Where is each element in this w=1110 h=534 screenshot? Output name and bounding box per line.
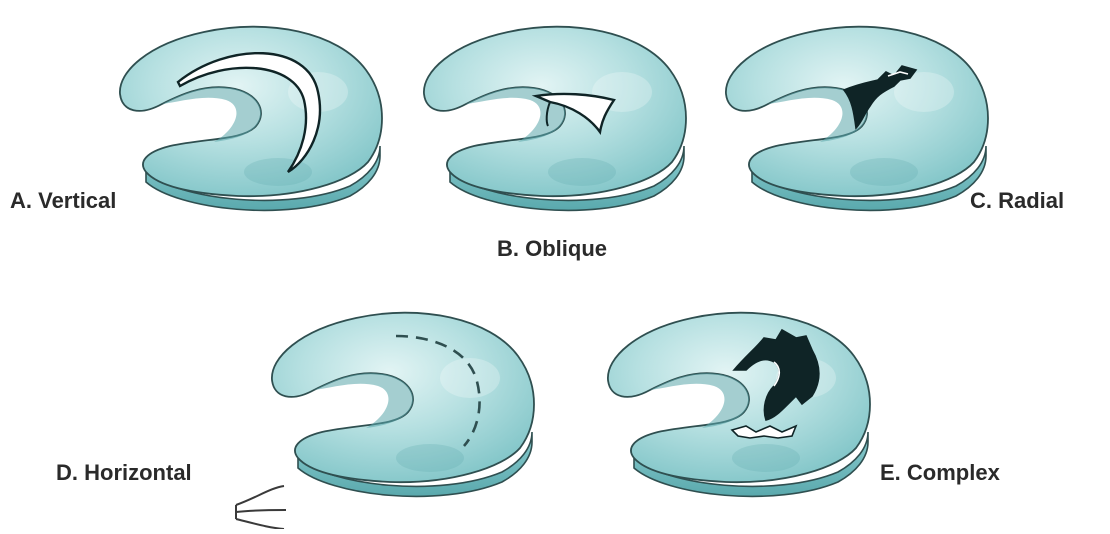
meniscus-d-horizontal [272,313,534,497]
meniscus-a-vertical [120,27,382,211]
label-vertical: A. Vertical [10,188,116,214]
label-complex: E. Complex [880,460,1000,486]
meniscus-e-complex [608,313,870,497]
meniscus-c-radial [726,27,988,211]
horizontal-fork-lines [236,486,286,529]
label-oblique: B. Oblique [497,236,607,262]
meniscus-b-oblique [424,27,686,211]
label-radial: C. Radial [970,188,1064,214]
label-horizontal: D. Horizontal [56,460,192,486]
